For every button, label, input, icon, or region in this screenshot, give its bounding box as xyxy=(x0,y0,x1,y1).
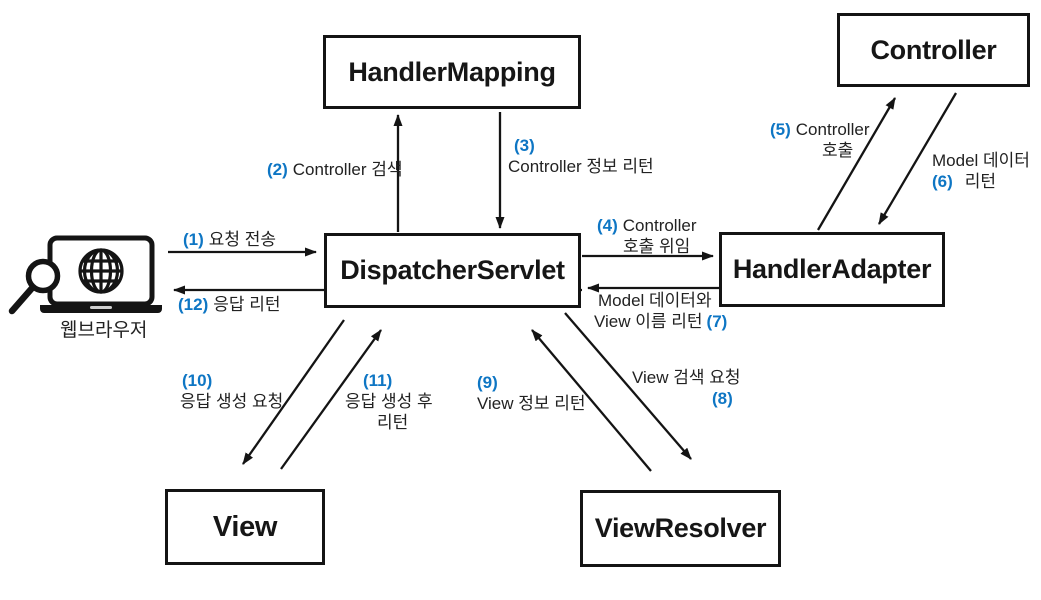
arrow-step-10-response-create-request xyxy=(242,319,345,465)
label-step-7: Model 데이터와 View 이름 리턴(7) xyxy=(594,290,727,332)
label-step-2: (2)Controller 검색 xyxy=(267,159,402,180)
label-step-6: Model 데이터 (6) 리턴 xyxy=(932,150,1030,192)
label-step-10: (10) 응답 생성 요청 xyxy=(180,370,283,412)
step-1-text: 요청 전송 xyxy=(208,230,277,249)
step-10-text: 응답 생성 요청 xyxy=(180,392,284,411)
step-11-text2: 리턴 xyxy=(377,413,409,432)
label-step-4: (4)Controller 호출 위임 xyxy=(597,215,696,257)
step-4-text2: 호출 위임 xyxy=(623,237,691,256)
step-7-text: Model 데이터와 xyxy=(598,291,712,310)
label-step-1: (1)요청 전송 xyxy=(183,229,276,250)
node-view-label: View xyxy=(212,510,278,543)
label-step-9: (9) View 정보 리턴 xyxy=(477,372,586,414)
step-2-number: (2) xyxy=(267,160,288,179)
step-12-text: 응답 리턴 xyxy=(213,295,281,314)
step-10-number: (10) xyxy=(182,371,213,390)
label-step-12: (12)응답 리턴 xyxy=(178,294,281,315)
step-5-text2: 호출 xyxy=(822,141,854,160)
node-controller-label: Controller xyxy=(870,34,997,65)
node-controller: Controller xyxy=(837,13,1030,87)
step-5-text: Controller xyxy=(795,120,870,139)
node-view: View xyxy=(165,489,325,565)
arrow-step-5-controller-call xyxy=(817,97,896,231)
step-1-number: (1) xyxy=(183,230,204,249)
step-2-text: Controller 검색 xyxy=(292,160,403,179)
step-4-number: (4) xyxy=(597,216,618,235)
arrow-step-6-model-data-return xyxy=(878,92,957,225)
node-handler-mapping: HandlerMapping xyxy=(323,35,581,109)
node-view-resolver-label: ViewResolver xyxy=(594,513,767,543)
web-browser-label: 웹브라우저 xyxy=(60,320,148,341)
step-3-text: Controller 정보 리턴 xyxy=(508,157,654,176)
node-view-resolver: ViewResolver xyxy=(580,490,781,567)
label-step-11: (11) 응답 생성 후 리턴 xyxy=(345,370,433,433)
node-dispatcher-servlet: DispatcherServlet xyxy=(324,233,581,308)
step-9-number: (9) xyxy=(477,373,498,392)
web-browser-icon xyxy=(8,235,162,315)
step-6-text2: 리턴 xyxy=(964,172,997,191)
step-8-text: View 검색 요청 xyxy=(632,368,741,387)
step-7-text2: View 이름 리턴 xyxy=(594,312,703,331)
label-step-8: View 검색 요청 (8) xyxy=(632,367,741,409)
step-6-text: Model 데이터 xyxy=(932,151,1030,170)
label-step-5: (5)Controller 호출 xyxy=(770,119,869,161)
node-handler-mapping-label: HandlerMapping xyxy=(348,56,556,87)
arrow-step-9-view-info-return xyxy=(531,329,652,472)
step-4-text: Controller xyxy=(622,216,697,235)
node-dispatcher-servlet-label: DispatcherServlet xyxy=(340,255,565,285)
step-12-number: (12) xyxy=(178,295,209,314)
node-handler-adapter-label: HandlerAdapter xyxy=(732,254,932,284)
step-11-number: (11) xyxy=(363,371,393,390)
node-handler-adapter: HandlerAdapter xyxy=(719,232,945,307)
step-7-number: (7) xyxy=(706,312,728,331)
step-3-number: (3) xyxy=(514,136,535,155)
step-6-number: (6) xyxy=(932,172,953,191)
step-11-text: 응답 생성 후 xyxy=(345,392,433,411)
magnifier-icon xyxy=(8,258,61,315)
step-9-text: View 정보 리턴 xyxy=(477,394,586,413)
globe-icon xyxy=(78,248,124,294)
step-5-number: (5) xyxy=(770,120,791,139)
step-8-number: (8) xyxy=(712,389,733,408)
arrow-step-8-view-search-request xyxy=(564,312,692,460)
label-step-3: (3) Controller 정보 리턴 xyxy=(508,135,654,177)
arrow-step-11-response-created-return xyxy=(280,329,382,470)
